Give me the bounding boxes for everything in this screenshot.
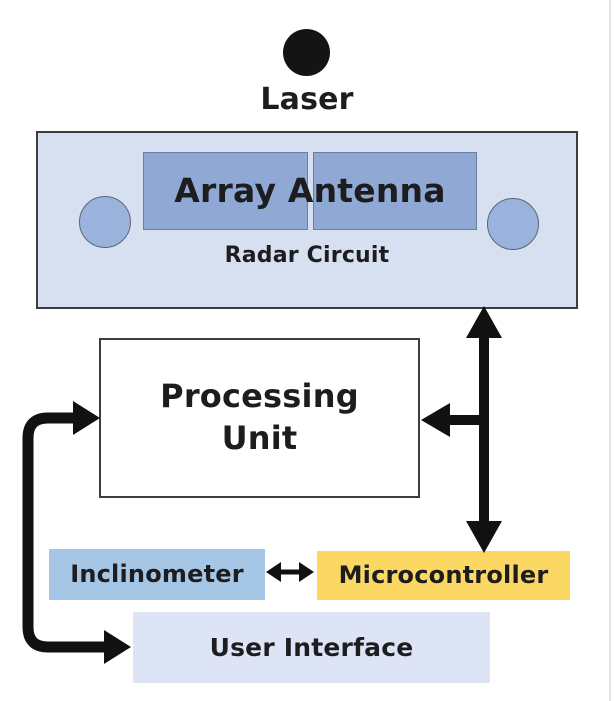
arrow-radar-to-microcontroller (421, 306, 502, 553)
user-interface-block: User Interface (133, 612, 490, 683)
processing-unit-label: Processing Unit (160, 377, 359, 457)
screenshot-right-edge (609, 0, 611, 701)
inclinometer-block: Inclinometer (49, 549, 265, 600)
array-antenna-block (143, 152, 477, 230)
screw-circle-right-icon (487, 198, 539, 250)
laser-label: Laser (260, 82, 354, 117)
processing-unit-block: Processing Unit (99, 338, 420, 498)
arrow-inclinometer-to-microcontroller (266, 562, 314, 582)
screw-circle-left-icon (79, 196, 131, 248)
array-antenna-label: Array Antenna (174, 171, 446, 211)
antenna-panel-left (143, 152, 308, 230)
radar-circuit-block: Array Antenna Radar Circuit (36, 131, 578, 309)
microcontroller-block: Microcontroller (317, 551, 570, 600)
antenna-panel-right (312, 152, 477, 230)
radar-circuit-label: Radar Circuit (224, 243, 390, 268)
laser-dot-icon (283, 29, 330, 76)
